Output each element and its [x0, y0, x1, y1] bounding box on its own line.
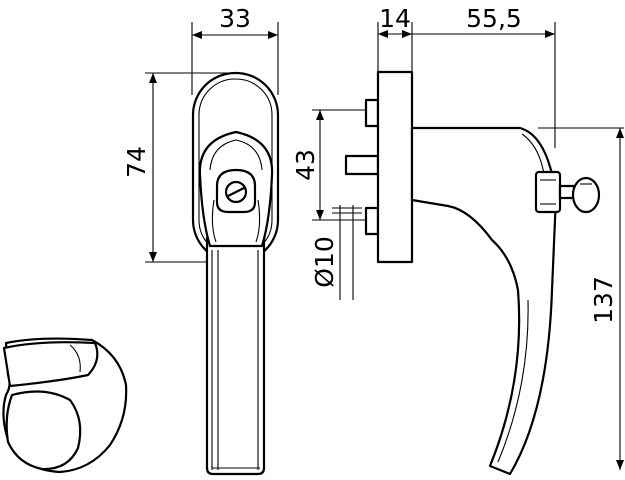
front-view: 33 74 — [122, 4, 280, 476]
dim-pitch-43: 43 — [291, 109, 368, 221]
dim-label-74: 74 — [122, 146, 151, 178]
fixing-screws — [364, 98, 380, 236]
side-view: 14 55,5 43 Ø10 — [291, 4, 624, 476]
lever-side-profile — [410, 126, 558, 476]
key-icon — [558, 176, 601, 214]
dim-label-14: 14 — [379, 4, 411, 33]
dim-height-74: 74 — [122, 72, 235, 263]
dim-label-33: 33 — [219, 4, 251, 33]
lock-cylinder-side — [534, 170, 562, 214]
dim-width-33: 33 — [191, 4, 279, 95]
square-spindle — [344, 154, 380, 176]
rose-plate-side — [376, 70, 414, 264]
grip-cross-section — [2, 337, 128, 474]
dim-label-137: 137 — [589, 276, 618, 324]
lock-cylinder-icon — [215, 168, 257, 214]
dim-diameter-10: Ø10 — [310, 205, 362, 300]
dim-label-43: 43 — [291, 149, 320, 181]
dim-height-137: 137 — [538, 127, 624, 470]
lever-shaft — [205, 236, 266, 476]
dim-projection-55-5: 55,5 — [412, 4, 556, 148]
dim-label-diameter-10: Ø10 — [310, 236, 339, 288]
dim-label-55-5: 55,5 — [466, 4, 522, 33]
dim-depth-14: 14 — [377, 4, 413, 72]
